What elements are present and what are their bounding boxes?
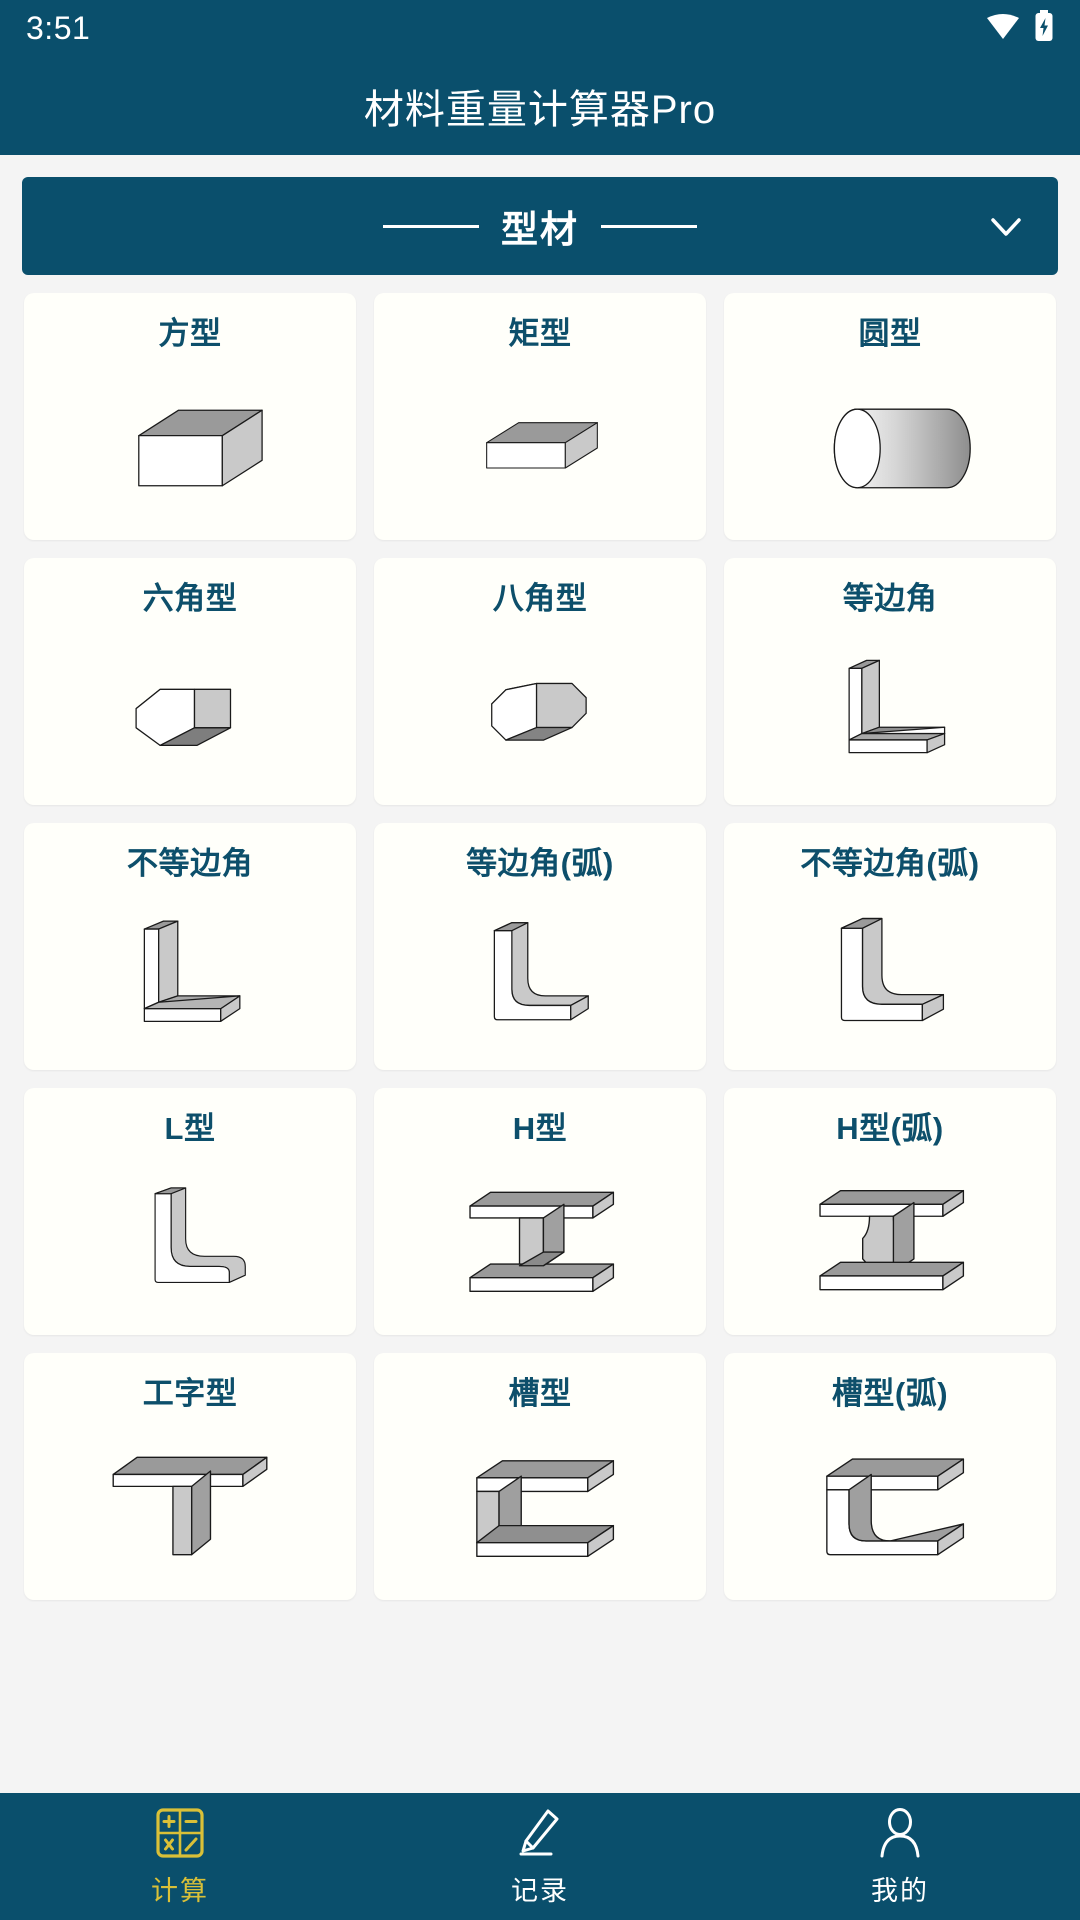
shape-card-title: 圆型 xyxy=(858,316,922,351)
shape-card[interactable]: 槽型 xyxy=(374,1353,706,1600)
shape-card-title: H型 xyxy=(512,1111,568,1146)
shape-card[interactable]: 六角型 xyxy=(24,558,356,805)
pencil-note-icon xyxy=(515,1805,565,1861)
shape-card-title: 不等边角(弧) xyxy=(800,846,980,881)
nav-item-calculate[interactable]: 计算 xyxy=(0,1805,360,1908)
shape-card[interactable]: 等边角 xyxy=(724,558,1056,805)
shape-card[interactable]: 工字型 xyxy=(24,1353,356,1600)
channel-3d-icon xyxy=(374,1411,706,1600)
shape-card[interactable]: 圆型 xyxy=(724,293,1056,540)
category-selector-wrap: 型材 xyxy=(0,155,1080,275)
nav-item-records[interactable]: 记录 xyxy=(360,1805,720,1908)
nav-item-profile[interactable]: 我的 xyxy=(720,1805,1080,1908)
shape-card-title: 槽型 xyxy=(508,1376,572,1411)
h-beam-radius-3d-icon xyxy=(724,1146,1056,1335)
shape-card-title: 槽型(弧) xyxy=(831,1376,949,1411)
shape-card-title: 方型 xyxy=(158,316,222,351)
hex-bar-3d-icon xyxy=(24,616,356,805)
shape-card[interactable]: L型 xyxy=(24,1088,356,1335)
rect-bar-3d-icon xyxy=(374,351,706,540)
oct-bar-3d-icon xyxy=(374,616,706,805)
app-bar: 材料重量计算器Pro xyxy=(0,56,1080,155)
channel-radius-3d-icon xyxy=(724,1411,1056,1600)
h-beam-3d-icon xyxy=(374,1146,706,1335)
unequal-angle-3d-icon xyxy=(24,881,356,1070)
rule-left-icon xyxy=(383,224,479,228)
calculator-icon xyxy=(155,1805,205,1861)
status-icon-group xyxy=(986,9,1054,47)
shape-card[interactable]: 槽型(弧) xyxy=(724,1353,1056,1600)
equal-angle-radius-3d-icon xyxy=(374,881,706,1070)
shape-card-title: L型 xyxy=(164,1111,216,1146)
unequal-angle-radius-3d-icon xyxy=(724,881,1056,1070)
shape-card[interactable]: 八角型 xyxy=(374,558,706,805)
shape-card-title: 不等边角 xyxy=(127,846,253,881)
nav-item-label: 我的 xyxy=(871,1876,929,1906)
shape-card[interactable]: 矩型 xyxy=(374,293,706,540)
i-beam-3d-icon xyxy=(24,1411,356,1600)
shape-card-title: 六角型 xyxy=(142,581,238,616)
l-section-3d-icon xyxy=(24,1146,356,1335)
page-title: 材料重量计算器Pro xyxy=(363,87,717,132)
rule-right-icon xyxy=(601,224,697,228)
category-selector[interactable]: 型材 xyxy=(22,177,1058,275)
round-bar-3d-icon xyxy=(724,351,1056,540)
category-selector-center: 型材 xyxy=(22,199,1058,253)
person-icon xyxy=(875,1805,925,1861)
equal-angle-3d-icon xyxy=(724,616,1056,805)
shape-card-title: 工字型 xyxy=(142,1376,238,1411)
status-time: 3:51 xyxy=(26,9,91,46)
shape-card-title: 等边角(弧) xyxy=(466,846,614,881)
nav-item-label: 记录 xyxy=(511,1876,569,1906)
bottom-navigation: 计算 记录 我的 xyxy=(0,1793,1080,1920)
nav-item-label: 计算 xyxy=(151,1876,209,1906)
shape-card[interactable]: 不等边角 xyxy=(24,823,356,1070)
shape-card[interactable]: 等边角(弧) xyxy=(374,823,706,1070)
shape-card-title: 矩型 xyxy=(508,316,572,351)
shape-card[interactable]: H型 xyxy=(374,1088,706,1335)
shape-card[interactable]: 方型 xyxy=(24,293,356,540)
shape-card-title: 八角型 xyxy=(492,581,588,616)
battery-charging-icon xyxy=(1034,9,1054,47)
scroll-content[interactable]: 型材 方型 矩型 圆型六角型 八角型 等边角不等边角 等边角(弧) 不等边角(弧) L型 H型 H… xyxy=(0,155,1080,1920)
shape-card-title: H型(弧) xyxy=(836,1111,944,1146)
square-bar-3d-icon xyxy=(24,351,356,540)
shape-grid: 方型 矩型 圆型六角型 八角型 等边角不等边角 等边角(弧) 不等边角(弧) L型 H型 H型(弧… xyxy=(0,275,1080,1600)
shape-card-title: 等边角 xyxy=(842,581,938,616)
chevron-down-icon[interactable] xyxy=(984,204,1028,248)
wifi-icon xyxy=(986,12,1020,45)
shape-card[interactable]: 不等边角(弧) xyxy=(724,823,1056,1070)
category-selector-label: 型材 xyxy=(501,209,579,250)
shape-card[interactable]: H型(弧) xyxy=(724,1088,1056,1335)
status-bar: 3:51 xyxy=(0,0,1080,56)
